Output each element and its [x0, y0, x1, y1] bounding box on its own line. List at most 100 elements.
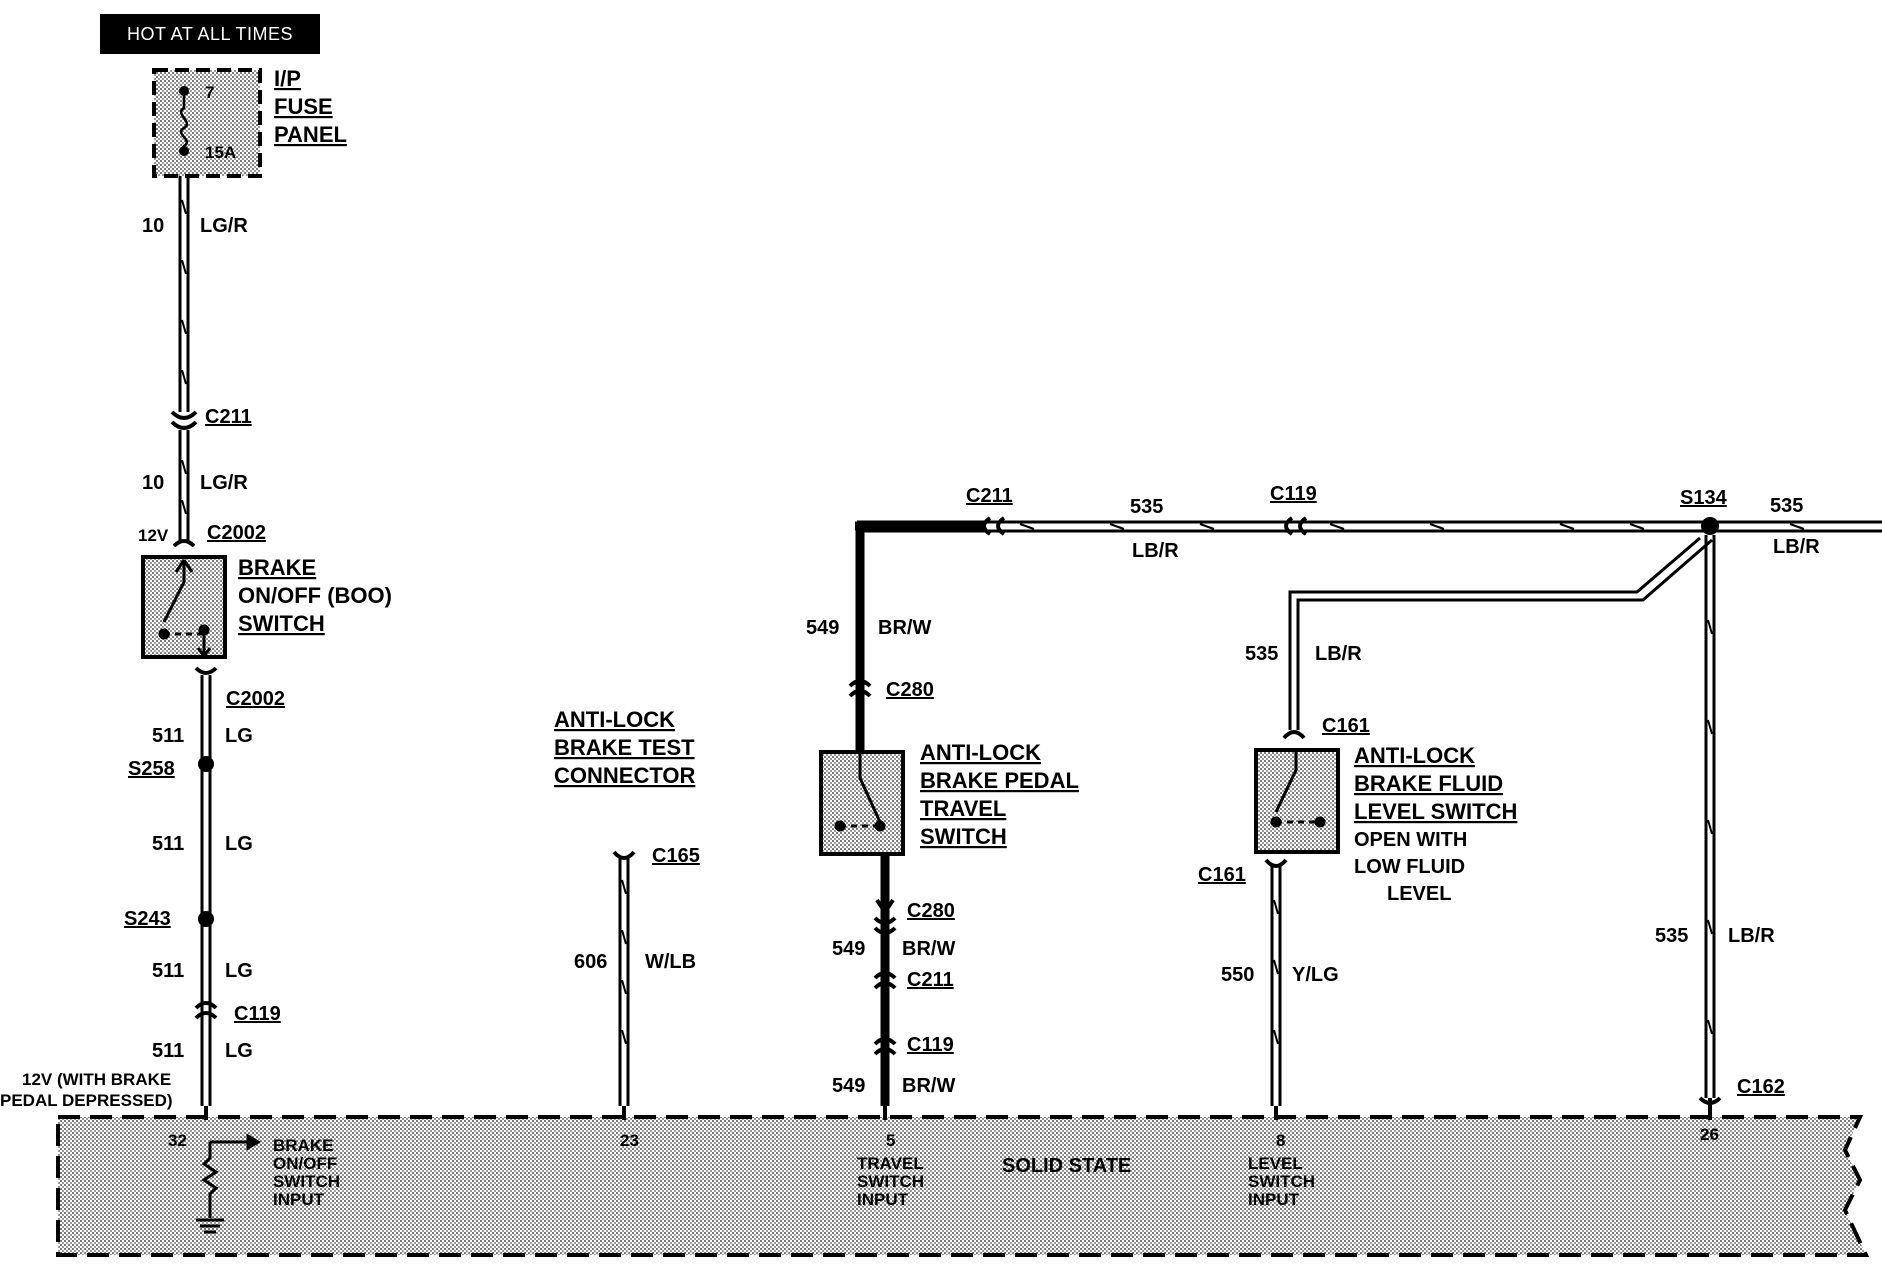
module-boo-input-3: SWITCH: [273, 1172, 340, 1191]
connector-c119-mid-icon: [873, 1037, 897, 1056]
connector-c161-bottom: C161: [1198, 864, 1246, 886]
wire-circuit-549-b: 549: [832, 938, 865, 960]
wire-color-brw-b: BR/W: [902, 938, 955, 960]
wire-color-lg-b: LG: [225, 833, 253, 855]
fluid-switch-contacts-icon: [1270, 752, 1326, 828]
connector-c2002-top-icon: [172, 539, 196, 548]
splice-s134: S134: [1680, 487, 1728, 509]
wire-color-lbr-c: LB/R: [1315, 643, 1362, 665]
connector-c2002-bottom: C2002: [226, 688, 285, 710]
wire-color-lgr-b: LG/R: [200, 472, 248, 494]
fuse-number: 7: [205, 83, 214, 102]
module-boo-input-2: ON/OFF: [273, 1154, 337, 1173]
module-pin-23: 23: [620, 1131, 639, 1150]
wire-circuit-511-a: 511: [152, 725, 184, 747]
module-level-input-1: LEVEL: [1248, 1154, 1303, 1173]
connector-c165: C165: [652, 845, 700, 867]
wire-535-vertical: [1704, 535, 1716, 1098]
connector-c280-top: C280: [886, 679, 934, 701]
connector-c2002-bottom-icon: [194, 666, 218, 675]
voltage-12v: 12V: [138, 526, 169, 545]
hot-at-all-times-label: HOT AT ALL TIMES: [127, 24, 293, 44]
test-connector-title-1: ANTI-LOCK: [554, 707, 675, 732]
wire-color-lbr-a: LB/R: [1132, 540, 1179, 562]
wire-color-lg-a: LG: [225, 725, 253, 747]
voltage-brake-line-1: 12V (WITH BRAKE: [22, 1070, 171, 1089]
splice-s243: S243: [124, 908, 171, 930]
connector-c119-mid: C119: [907, 1034, 954, 1056]
connector-c165-icon: [612, 850, 636, 860]
wire-color-lgr-a: LG/R: [200, 215, 248, 237]
module-boo-input-4: INPUT: [273, 1190, 325, 1209]
wire-circuit-549-c: 549: [832, 1075, 865, 1097]
fuse-rating: 15A: [205, 143, 236, 162]
wire-circuit-535-a: 535: [1130, 496, 1163, 518]
wire-circuit-535-d: 535: [1655, 925, 1688, 947]
fluid-note-1: OPEN WITH: [1354, 829, 1467, 851]
module-pin-32: 32: [168, 1131, 187, 1150]
fuse-panel-title-2: FUSE: [274, 94, 333, 119]
connector-c211-mid: C211: [907, 969, 954, 991]
wire-circuit-10-b: 10: [142, 472, 164, 494]
pedal-switch-title-1: ANTI-LOCK: [920, 740, 1041, 765]
connector-c280-bottom: C280: [907, 900, 955, 922]
pedal-switch-contacts-icon: [834, 754, 886, 832]
pedal-switch-title-4: SWITCH: [920, 824, 1007, 849]
wire-color-lg-d: LG: [225, 1040, 253, 1062]
wire-circuit-550: 550: [1221, 964, 1254, 986]
wire-circuit-535-b: 535: [1770, 495, 1803, 517]
connector-c211-left: C211: [205, 406, 252, 428]
connector-c119-left-icon: [194, 1001, 218, 1020]
boo-switch-title-3: SWITCH: [238, 611, 325, 636]
wire-color-lbr-d: LB/R: [1728, 925, 1775, 947]
test-connector-title-2: BRAKE TEST: [554, 735, 695, 760]
module-pin-8: 8: [1276, 1131, 1285, 1150]
connector-c161-bottom-icon: [1264, 858, 1288, 868]
solid-state-module-box: [56, 1115, 1870, 1257]
pedal-switch-title-2: BRAKE PEDAL: [920, 768, 1079, 793]
module-boo-input-1: BRAKE: [273, 1136, 333, 1155]
wire-535-branch: [1288, 536, 1713, 730]
boo-switch-title-1: BRAKE: [238, 555, 316, 580]
connector-c119-top: C119: [1270, 483, 1317, 505]
wire-606-wlb: [618, 856, 630, 1106]
connector-c211-left-icon: [170, 410, 198, 430]
splice-s243-dot: [198, 911, 214, 927]
module-level-input-3: INPUT: [1248, 1190, 1300, 1209]
module-title: SOLID STATE: [1002, 1155, 1131, 1177]
module-pin-5: 5: [886, 1131, 895, 1150]
wire-color-lg-c: LG: [225, 960, 253, 982]
wire-511-column: [200, 675, 212, 1106]
connector-c161-top-icon: [1282, 730, 1306, 740]
connector-c280-bottom-icon: [873, 916, 897, 935]
module-travel-input-2: SWITCH: [857, 1172, 924, 1191]
pedal-switch-title-3: TRAVEL: [920, 796, 1006, 821]
wire-550-ylg: [1270, 864, 1282, 1106]
fluid-switch-title-1: ANTI-LOCK: [1354, 743, 1475, 768]
connector-c211-top: C211: [966, 485, 1013, 507]
wire-color-lbr-b: LB/R: [1773, 536, 1820, 558]
connector-c2002-top: C2002: [207, 522, 266, 544]
pedal-switch-box: [819, 750, 905, 856]
wire-circuit-511-b: 511: [152, 833, 184, 855]
voltage-brake-line-2: PEDAL DEPRESSED): [0, 1091, 173, 1110]
wire-10-lgr-upper: [178, 176, 190, 412]
splice-s134-dot: [1701, 517, 1719, 535]
connector-c161-top: C161: [1322, 715, 1370, 737]
test-connector-title-3: CONNECTOR: [554, 763, 695, 788]
splice-s258-dot: [198, 756, 214, 772]
module-pin-26: 26: [1700, 1125, 1719, 1144]
wire-535-top-run: [857, 520, 1882, 533]
fuse-element-icon: [179, 91, 189, 151]
boo-switch-contacts-icon: [158, 559, 212, 659]
connector-c119-top-icon: [1284, 516, 1308, 536]
module-travel-input-1: TRAVEL: [857, 1154, 924, 1173]
boo-switch-title-2: ON/OFF (BOO): [238, 583, 392, 608]
fuse-panel-title-3: PANEL: [274, 122, 347, 147]
fluid-note-3: LEVEL: [1387, 883, 1451, 905]
connector-c119-left: C119: [234, 1003, 281, 1025]
wire-color-ylg: Y/LG: [1292, 964, 1339, 986]
boo-input-arrow-icon: [210, 1133, 261, 1151]
splice-s258: S258: [128, 758, 175, 780]
fuse-panel-box: [152, 68, 262, 178]
